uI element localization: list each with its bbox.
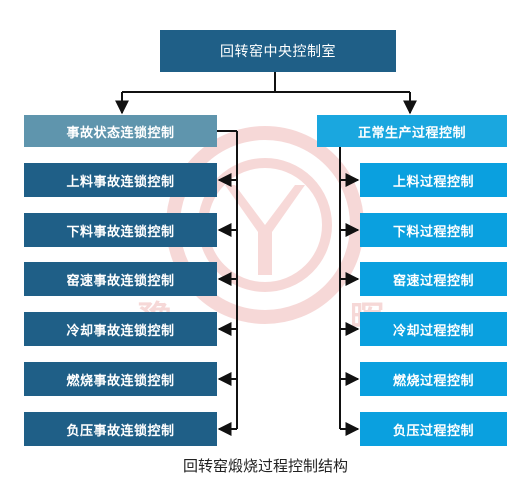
figure-caption: 回转窑煅烧过程控制结构 <box>182 457 348 475</box>
right-node-negative-pressure: 负压过程控制 <box>360 412 507 446</box>
right-node-discharge: 下料过程控制 <box>360 213 507 247</box>
left-node-negative-pressure: 负压事故连锁控制 <box>24 412 217 446</box>
right-node-combustion: 燃烧过程控制 <box>360 362 507 396</box>
right-branch-head: 正常生产过程控制 <box>317 115 507 147</box>
left-node-combustion: 燃烧事故连锁控制 <box>24 362 217 396</box>
left-branch-head: 事故状态连锁控制 <box>24 115 217 147</box>
right-node-feed: 上料过程控制 <box>360 163 507 197</box>
right-node-cooling: 冷却过程控制 <box>360 312 507 346</box>
right-node-kiln-speed: 窑速过程控制 <box>360 262 507 296</box>
left-node-cooling: 冷却事故连锁控制 <box>24 312 217 346</box>
left-node-feed: 上料事故连锁控制 <box>24 163 217 197</box>
root-node: 回转窑中央控制室 <box>160 30 396 72</box>
left-node-discharge: 下料事故连锁控制 <box>24 213 217 247</box>
left-node-kiln-speed: 窑速事故连锁控制 <box>24 262 217 296</box>
